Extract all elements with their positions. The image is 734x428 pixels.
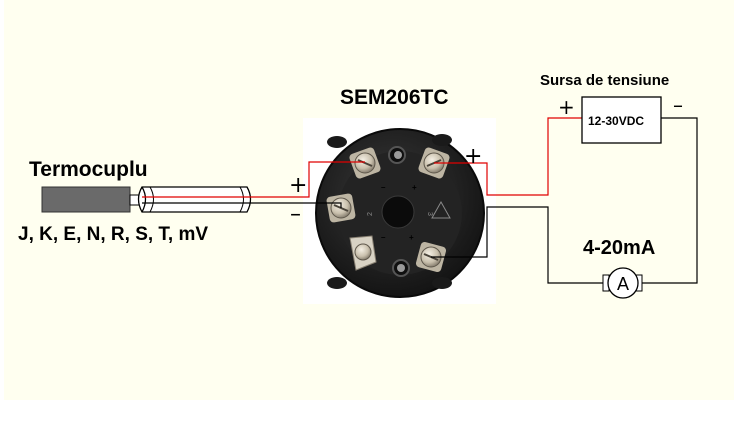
center-hole xyxy=(381,195,415,229)
loop-plus-mark: + xyxy=(464,144,482,169)
wire-supply-return xyxy=(642,117,698,284)
power-supply-title: Sursa de tensiune xyxy=(540,72,669,89)
probe-sheath xyxy=(41,186,131,213)
power-supply-box xyxy=(581,96,662,144)
face-mark-minus: – xyxy=(381,183,386,192)
face-mark-plus: + xyxy=(412,183,417,192)
transmitter-head: – + 2 3 – + xyxy=(315,128,485,298)
wire-tc-negative xyxy=(142,202,342,208)
mounting-hole-bottom-screw xyxy=(397,264,405,272)
mounting-ear-bottom-right xyxy=(432,277,452,289)
sensor-plus-mark: + xyxy=(289,173,307,198)
ammeter-circle xyxy=(607,267,639,299)
sensor-minus-mark: – xyxy=(290,202,301,227)
terminal-number-3: 3 xyxy=(426,212,433,216)
device-title: SEM206TC xyxy=(340,86,449,109)
power-supply-label: 12-30VDC xyxy=(588,114,644,128)
thermocouple-probe xyxy=(41,186,252,213)
sensor-types: J, K, E, N, R, S, T, mV xyxy=(18,224,208,245)
wire-tc-positive xyxy=(142,161,365,198)
mounting-hole-top-screw xyxy=(394,151,402,159)
terminal-bottom-left xyxy=(349,235,377,271)
ammeter-symbol: A xyxy=(617,274,629,294)
probe-cable xyxy=(137,186,252,213)
warning-icon xyxy=(431,200,451,219)
mounting-ear-right xyxy=(432,134,452,146)
terminal-number-2: 2 xyxy=(367,212,374,216)
sensor-title: Termocuplu xyxy=(29,158,148,181)
terminal-top-left xyxy=(349,147,381,179)
ammeter xyxy=(602,267,643,299)
meter-label: 4-20mA xyxy=(583,237,655,259)
face-mark-plus-bottom: + xyxy=(409,233,414,242)
supply-minus-mark: – xyxy=(673,93,683,117)
wire-loop-negative xyxy=(431,206,603,284)
mounting-ear-left xyxy=(327,136,347,148)
wire-loop-positive xyxy=(434,117,582,196)
supply-plus-mark: + xyxy=(558,95,575,119)
mounting-ear-bottom-left xyxy=(327,277,347,289)
face-mark-minus-bottom: – xyxy=(381,233,386,242)
